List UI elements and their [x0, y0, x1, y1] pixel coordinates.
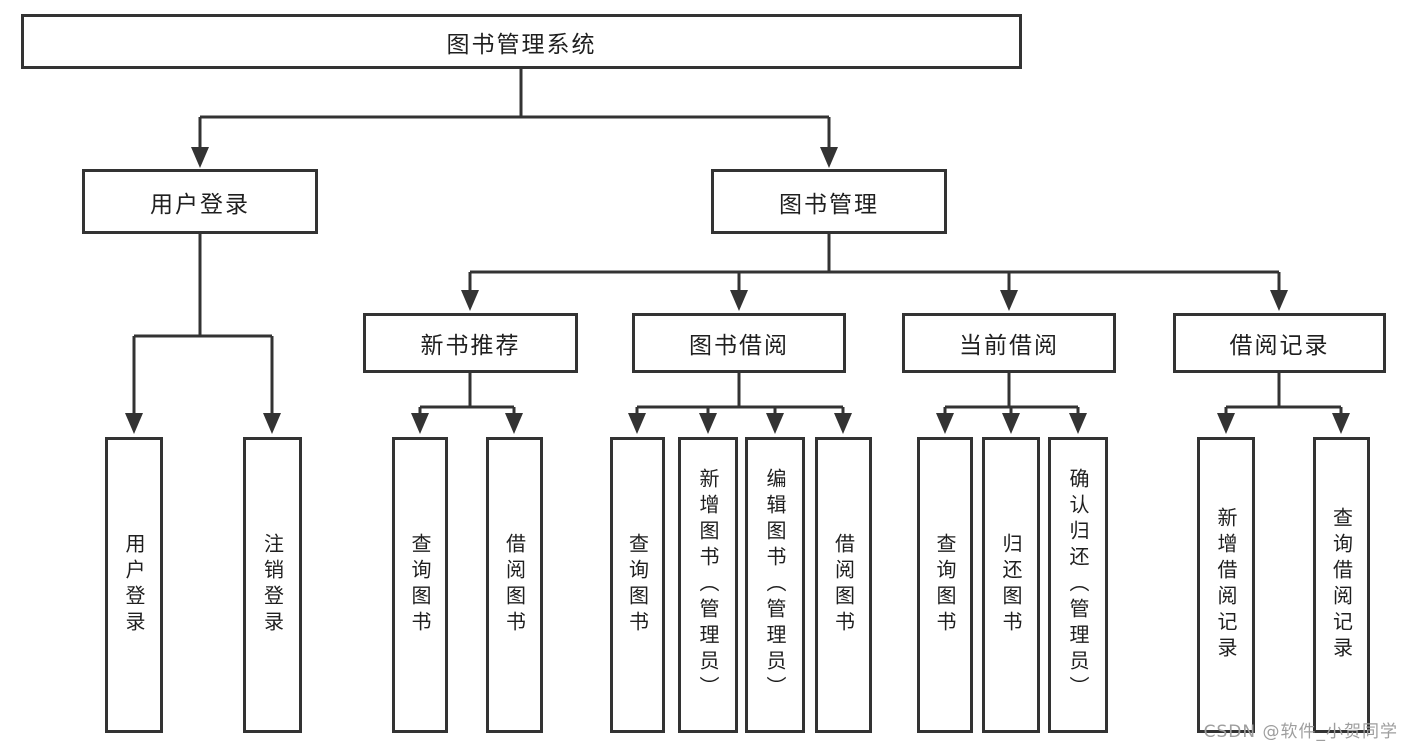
- leaf-query-books-3: 查询图书: [917, 437, 973, 733]
- leaf-add-books-admin: 新增图书（管理员）: [678, 437, 738, 733]
- leaf-query-borrow-record: 查询借阅记录: [1313, 437, 1370, 733]
- node-user-login-group: 用户登录: [82, 169, 318, 234]
- leaf-query-books-2: 查询图书: [610, 437, 665, 733]
- leaf-borrow-books-1: 借阅图书: [486, 437, 543, 733]
- node-library-management-system: 图书管理系统: [21, 14, 1022, 69]
- leaf-query-books-1: 查询图书: [392, 437, 448, 733]
- leaf-return-books: 归还图书: [982, 437, 1040, 733]
- leaf-edit-books-admin: 编辑图书（管理员）: [745, 437, 805, 733]
- leaf-borrow-books-2: 借阅图书: [815, 437, 872, 733]
- node-current-borrowing: 当前借阅: [902, 313, 1116, 373]
- leaf-add-borrow-record: 新增借阅记录: [1197, 437, 1255, 733]
- leaf-logout: 注销登录: [243, 437, 302, 733]
- node-new-book-recommendation: 新书推荐: [363, 313, 578, 373]
- node-book-management: 图书管理: [711, 169, 947, 234]
- arrowheads: [125, 147, 1350, 434]
- csdn-watermark: CSDN @软件_小贺同学: [1203, 722, 1398, 742]
- leaf-user-login: 用户登录: [105, 437, 163, 733]
- leaf-confirm-return-admin: 确认归还（管理员）: [1048, 437, 1108, 733]
- node-borrowing-records: 借阅记录: [1173, 313, 1386, 373]
- node-book-borrowing: 图书借阅: [632, 313, 846, 373]
